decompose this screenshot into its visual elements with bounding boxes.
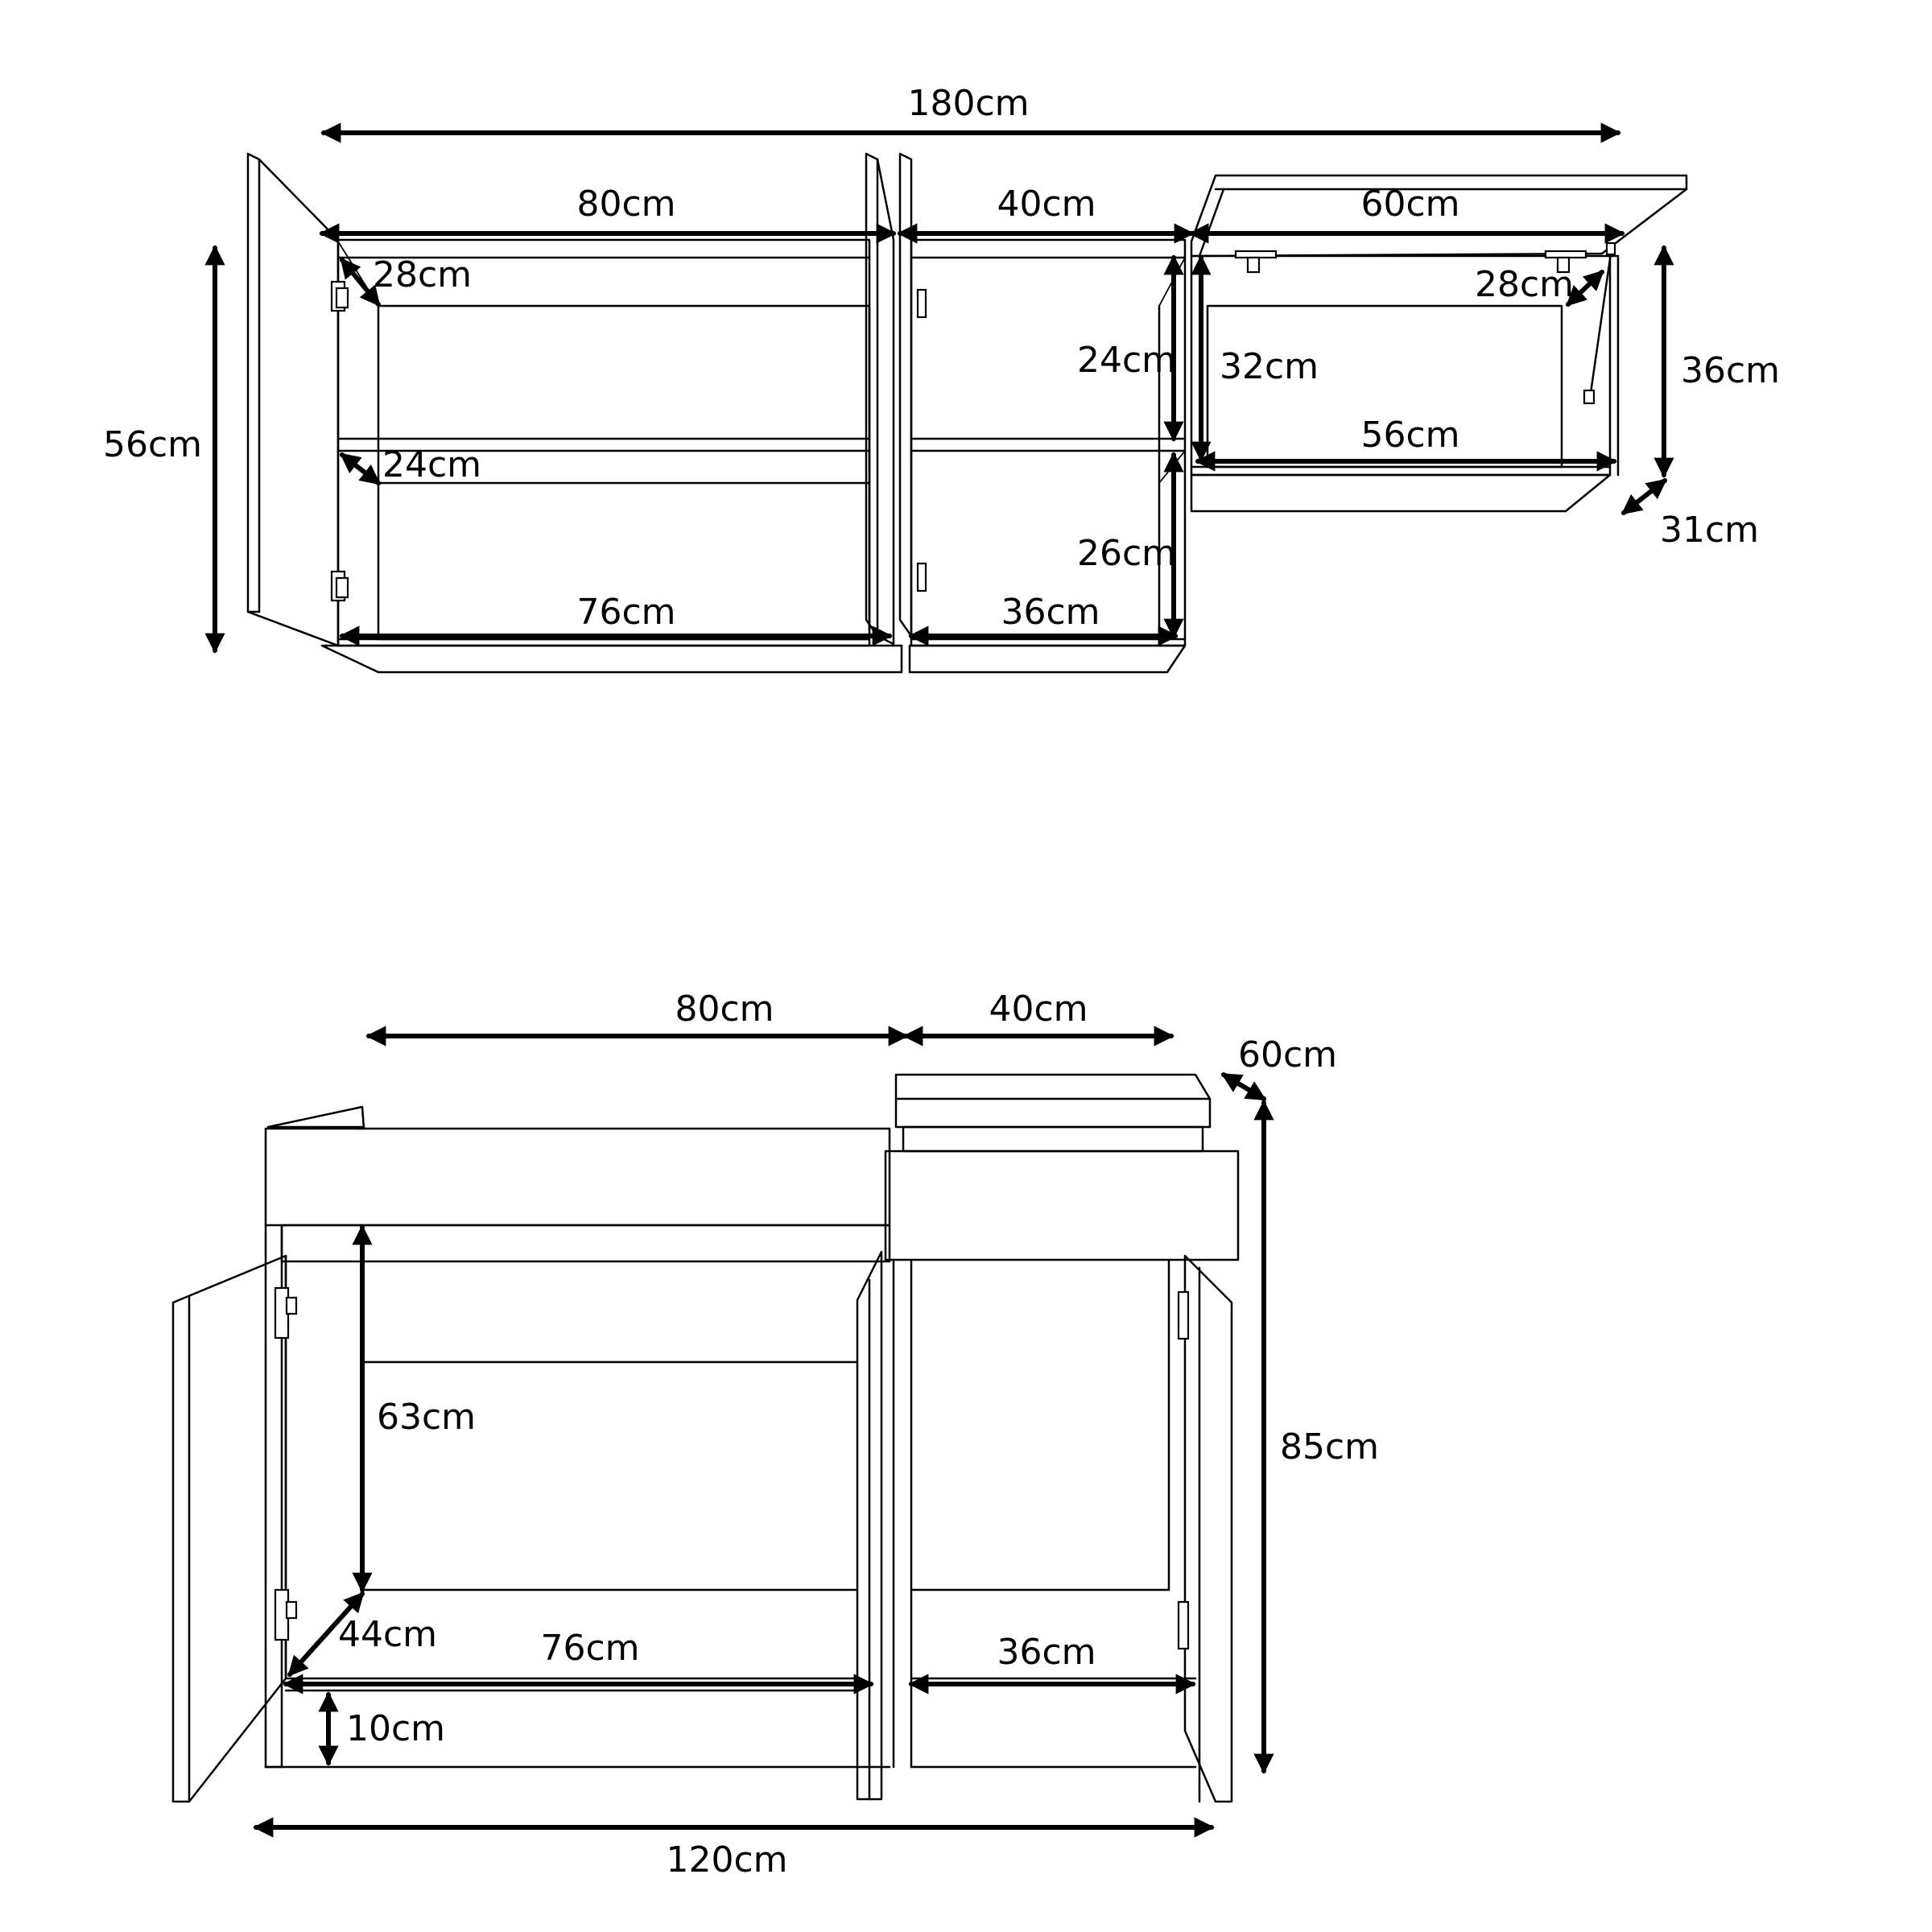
base-40-drawer-front [884, 1150, 1240, 1261]
base-80-left-door [171, 1254, 287, 1803]
base-total-width-label: 120cm [666, 1839, 787, 1880]
hinge-icon [274, 1286, 298, 1340]
hinge-icon [916, 288, 927, 319]
wall-40-base [908, 644, 1187, 674]
gas-strut-icon [1583, 242, 1616, 405]
wall-60-inner-width-label: 56cm [1360, 415, 1459, 456]
base-80-inner-height-label: 63cm [377, 1397, 476, 1438]
base-cabinet-40 [884, 1073, 1240, 1803]
hinge-icon [330, 280, 349, 312]
base-80-center-door [856, 1250, 883, 1801]
hinge-icon [1177, 1290, 1190, 1340]
base-40-top [894, 1073, 1212, 1129]
base-80-width-label: 80cm [675, 989, 774, 1030]
wall-80-base [320, 644, 903, 674]
wall-60-depth-label: 31cm [1660, 510, 1759, 551]
wall-60-height-label: 36cm [1681, 350, 1780, 391]
wall-80-carcass [336, 238, 871, 647]
base-80-inner-depth-label: 44cm [338, 1614, 437, 1655]
wall-80-left-door [246, 152, 340, 647]
base-upstand [266, 1105, 365, 1130]
base-cabinet-80 [171, 1224, 891, 1803]
wall-80-height-label: 56cm [103, 424, 202, 465]
base-40-height-label: 85cm [1280, 1426, 1379, 1468]
wall-40-inner-width-label: 36cm [1001, 592, 1100, 633]
wall-80-inner-width-label: 76cm [576, 592, 675, 633]
hinge-icon [1544, 250, 1587, 274]
base-40-width-label: 40cm [989, 989, 1088, 1030]
hinge-icon [1177, 1600, 1190, 1650]
base-80-plinth-height-label: 10cm [346, 1708, 445, 1749]
wall-units: 180cm 80cm 40cm 60cm 28cm 56cm 24cm 76cm… [103, 83, 1780, 674]
hinge-icon [330, 570, 349, 602]
wall-60-depth-inner-label: 28cm [1475, 264, 1574, 305]
wall-80-top-depth-label: 28cm [373, 254, 472, 295]
base-worktop-front [264, 1127, 891, 1227]
wall-40-door [898, 152, 913, 638]
hinge-icon [916, 562, 927, 592]
base-80-inner-width-label: 76cm [540, 1628, 639, 1669]
wall-80-shelf-depth-label: 24cm [382, 444, 481, 485]
wall-40-width-label: 40cm [997, 184, 1096, 225]
wall-total-width-label: 180cm [907, 83, 1029, 124]
wall-60-inner-height-label: 32cm [1220, 346, 1319, 387]
wall-60-width-label: 60cm [1360, 184, 1459, 225]
base-40-drawer-back [902, 1125, 1204, 1153]
wall-40-upper-height-label: 24cm [1077, 340, 1176, 381]
base-units: 80cm 40cm 60cm 85cm 63cm 44cm 76cm 36cm … [171, 989, 1379, 1880]
base-worktop [264, 1105, 891, 1263]
wall-80-width-label: 80cm [576, 184, 675, 225]
wall-60-base [1190, 473, 1612, 513]
hinge-icon [1234, 250, 1278, 274]
base-40-inner-width-label: 36cm [997, 1632, 1096, 1673]
base-40-right-door [1183, 1254, 1233, 1803]
base-40-depth-label: 60cm [1238, 1034, 1337, 1075]
hinge-icon [274, 1588, 298, 1641]
wall-40-carcass [910, 238, 1187, 647]
wall-40-lower-height-label: 26cm [1077, 533, 1176, 574]
